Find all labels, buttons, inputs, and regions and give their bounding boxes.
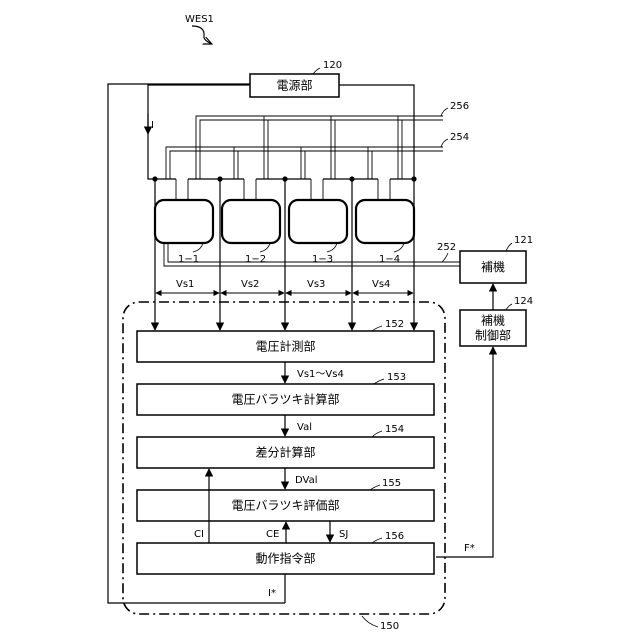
cell-2-label: 1−2 <box>245 254 266 265</box>
variation-calc-ref: 153 <box>387 372 406 383</box>
dval-label: DVal <box>295 475 318 486</box>
aux-ref: 121 <box>514 235 533 246</box>
aux-controller-label-1: 補機 <box>481 313 505 328</box>
f-star-label: F* <box>464 543 475 554</box>
aux-ref-leader <box>506 243 512 251</box>
ci-label: CI <box>194 529 204 540</box>
line-256-leader <box>441 108 448 116</box>
variation-eval-label: 電圧バラツキ評価部 <box>231 498 339 513</box>
cell-4-label: 1−4 <box>379 254 400 265</box>
aux-controller-ref: 124 <box>514 296 533 307</box>
cell-2 <box>222 200 280 243</box>
vs4-label: Vs4 <box>372 279 390 290</box>
cell-3-label: 1−3 <box>312 254 333 265</box>
vs-range-label: Vs1〜Vs4 <box>297 369 344 380</box>
diff-calc-ref-leader <box>372 431 382 437</box>
main-bus-right <box>339 85 414 179</box>
line-252-ref: 252 <box>437 242 456 253</box>
controller-ref: 150 <box>380 621 399 632</box>
line-256-ref: 256 <box>450 101 469 112</box>
aux-controller-label-2: 制御部 <box>475 328 511 343</box>
balance-line-254 <box>166 147 443 179</box>
line-254-ref: 254 <box>450 132 469 143</box>
vs2-label: Vs2 <box>241 279 259 290</box>
ce-label: CE <box>266 529 279 540</box>
line-252-leader <box>442 253 448 262</box>
val-label: Val <box>297 422 312 433</box>
current-command-label: I* <box>268 588 276 599</box>
cell-3 <box>289 200 347 243</box>
voltage-measure-label: 電圧計測部 <box>255 339 315 354</box>
line-254-leader <box>441 139 448 147</box>
aux-label: 補機 <box>481 259 505 274</box>
power-unit-ref-leader <box>313 68 320 74</box>
aux-controller-ref-leader <box>506 304 512 310</box>
cell-terminals <box>176 179 390 200</box>
figure-label-arrow <box>192 26 212 44</box>
variation-calc-label: 電圧バラツキ計算部 <box>231 392 339 407</box>
cell-1-label: 1−1 <box>178 254 199 265</box>
figure-label: WES1 <box>185 14 214 25</box>
balance-line-256 <box>196 116 443 179</box>
variation-eval-ref: 155 <box>382 478 401 489</box>
controller-ref-leader <box>362 616 378 627</box>
power-unit-label: 電源部 <box>276 78 312 93</box>
operation-cmd-label: 動作指令部 <box>255 551 315 566</box>
vs1-label: Vs1 <box>176 279 194 290</box>
power-unit-ref: 120 <box>323 60 342 71</box>
diff-calc-label: 差分計算部 <box>255 445 315 460</box>
vs3-label: Vs3 <box>307 279 325 290</box>
cell-4 <box>356 200 414 243</box>
voltage-measure-ref: 152 <box>385 319 404 330</box>
sj-label: SJ <box>339 529 348 540</box>
diff-calc-ref: 154 <box>385 424 404 435</box>
cell-1 <box>155 200 213 243</box>
cell-label-leaders <box>193 243 404 252</box>
operation-cmd-ref: 156 <box>385 531 404 542</box>
current-direction-label: I <box>151 120 154 131</box>
main-bus-left <box>148 85 250 179</box>
